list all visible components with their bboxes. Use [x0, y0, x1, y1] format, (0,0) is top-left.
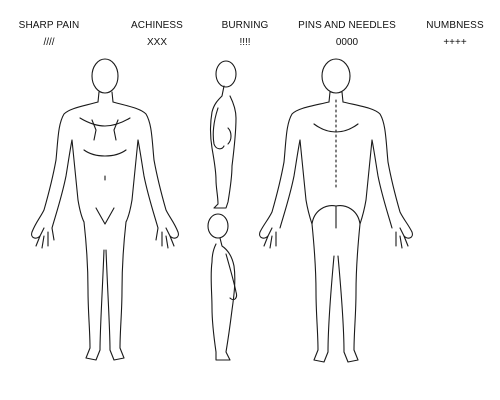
front-left-hand [35, 227, 55, 249]
legend-label: BURNING [221, 20, 269, 31]
legend-item-pins-and-needles: PINS AND NEEDLES 0000 [297, 20, 397, 48]
side-view-lower-figure [207, 213, 238, 361]
back-shoulder-blades [313, 123, 359, 133]
legend-item-sharp-pain: SHARP PAIN //// [0, 20, 99, 48]
legend-item-achiness: ACHINESS XXX [107, 20, 207, 48]
back-neck [328, 91, 344, 103]
back-left-hand [263, 231, 277, 249]
side-lower-body [210, 237, 236, 361]
legend-label: ACHINESS [131, 20, 183, 31]
front-left-leg [83, 221, 105, 361]
back-right-torso [359, 139, 373, 225]
side-upper-head [215, 60, 237, 88]
front-neck [97, 91, 114, 103]
back-right-arm-outer [342, 101, 413, 239]
back-body-figure [259, 58, 413, 363]
legend-symbol: //// [43, 37, 55, 48]
legend-symbol: 0000 [335, 37, 359, 48]
side-lower-arm [225, 253, 238, 301]
back-left-torso [299, 139, 313, 225]
back-left-leg [311, 223, 335, 363]
front-right-torso [125, 139, 139, 223]
front-right-leg [105, 221, 127, 361]
legend-label: PINS AND NEEDLES [298, 20, 396, 31]
front-right-hand [155, 227, 175, 249]
legend-item-burning: BURNING !!!! [195, 20, 295, 48]
front-chest [79, 117, 131, 157]
back-head [321, 58, 351, 94]
front-body-figure [31, 58, 179, 361]
front-right-arm-inner [137, 139, 159, 229]
side-lower-head [207, 213, 229, 239]
legend-label: SHARP PAIN [18, 20, 80, 31]
front-chest-hair [91, 119, 119, 141]
side-view-upper-figure [209, 60, 237, 209]
legend-item-numbness: NUMBNESS ++++ [405, 20, 500, 48]
back-left-arm-outer [259, 101, 330, 239]
back-right-hand [395, 231, 409, 249]
side-upper-hip [227, 127, 232, 145]
legend-symbol: ++++ [443, 37, 467, 48]
pain-legend: SHARP PAIN //// ACHINESS XXX BURNING !!!… [0, 0, 500, 60]
back-buttocks [311, 205, 361, 229]
side-upper-body [209, 85, 237, 209]
legend-label: NUMBNESS [426, 20, 484, 31]
back-left-arm-inner [279, 139, 301, 229]
back-right-leg [337, 223, 361, 363]
front-groin [95, 207, 115, 225]
front-left-arm-inner [51, 139, 73, 229]
front-head [91, 58, 119, 94]
side-upper-arm [212, 107, 225, 150]
front-right-arm-outer [112, 101, 179, 239]
legend-symbol: !!!! [239, 37, 251, 48]
back-right-arm-inner [371, 139, 393, 229]
legend-symbol: XXX [146, 37, 167, 48]
front-left-torso [71, 139, 85, 223]
front-left-arm-outer [31, 101, 99, 239]
